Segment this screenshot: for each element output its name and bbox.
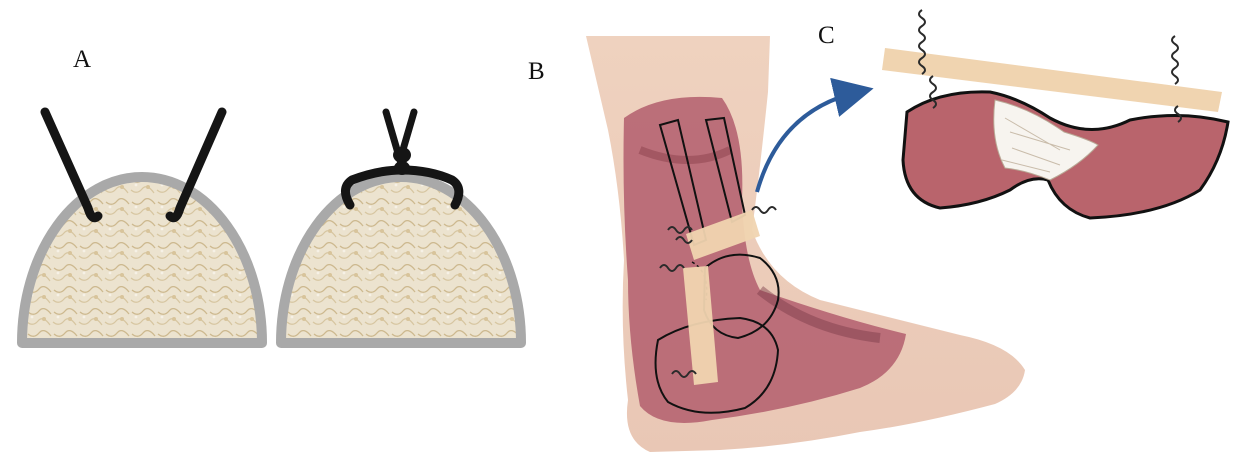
panel-a-right-bone	[281, 177, 521, 343]
panel-c-tissue	[903, 92, 1228, 218]
panel-b-arrow	[757, 92, 858, 192]
panel-a-label: A	[73, 46, 91, 74]
panel-b-label: B	[528, 58, 545, 86]
panel-a-left-bone	[22, 177, 262, 343]
panel-c-label: C	[818, 22, 835, 50]
